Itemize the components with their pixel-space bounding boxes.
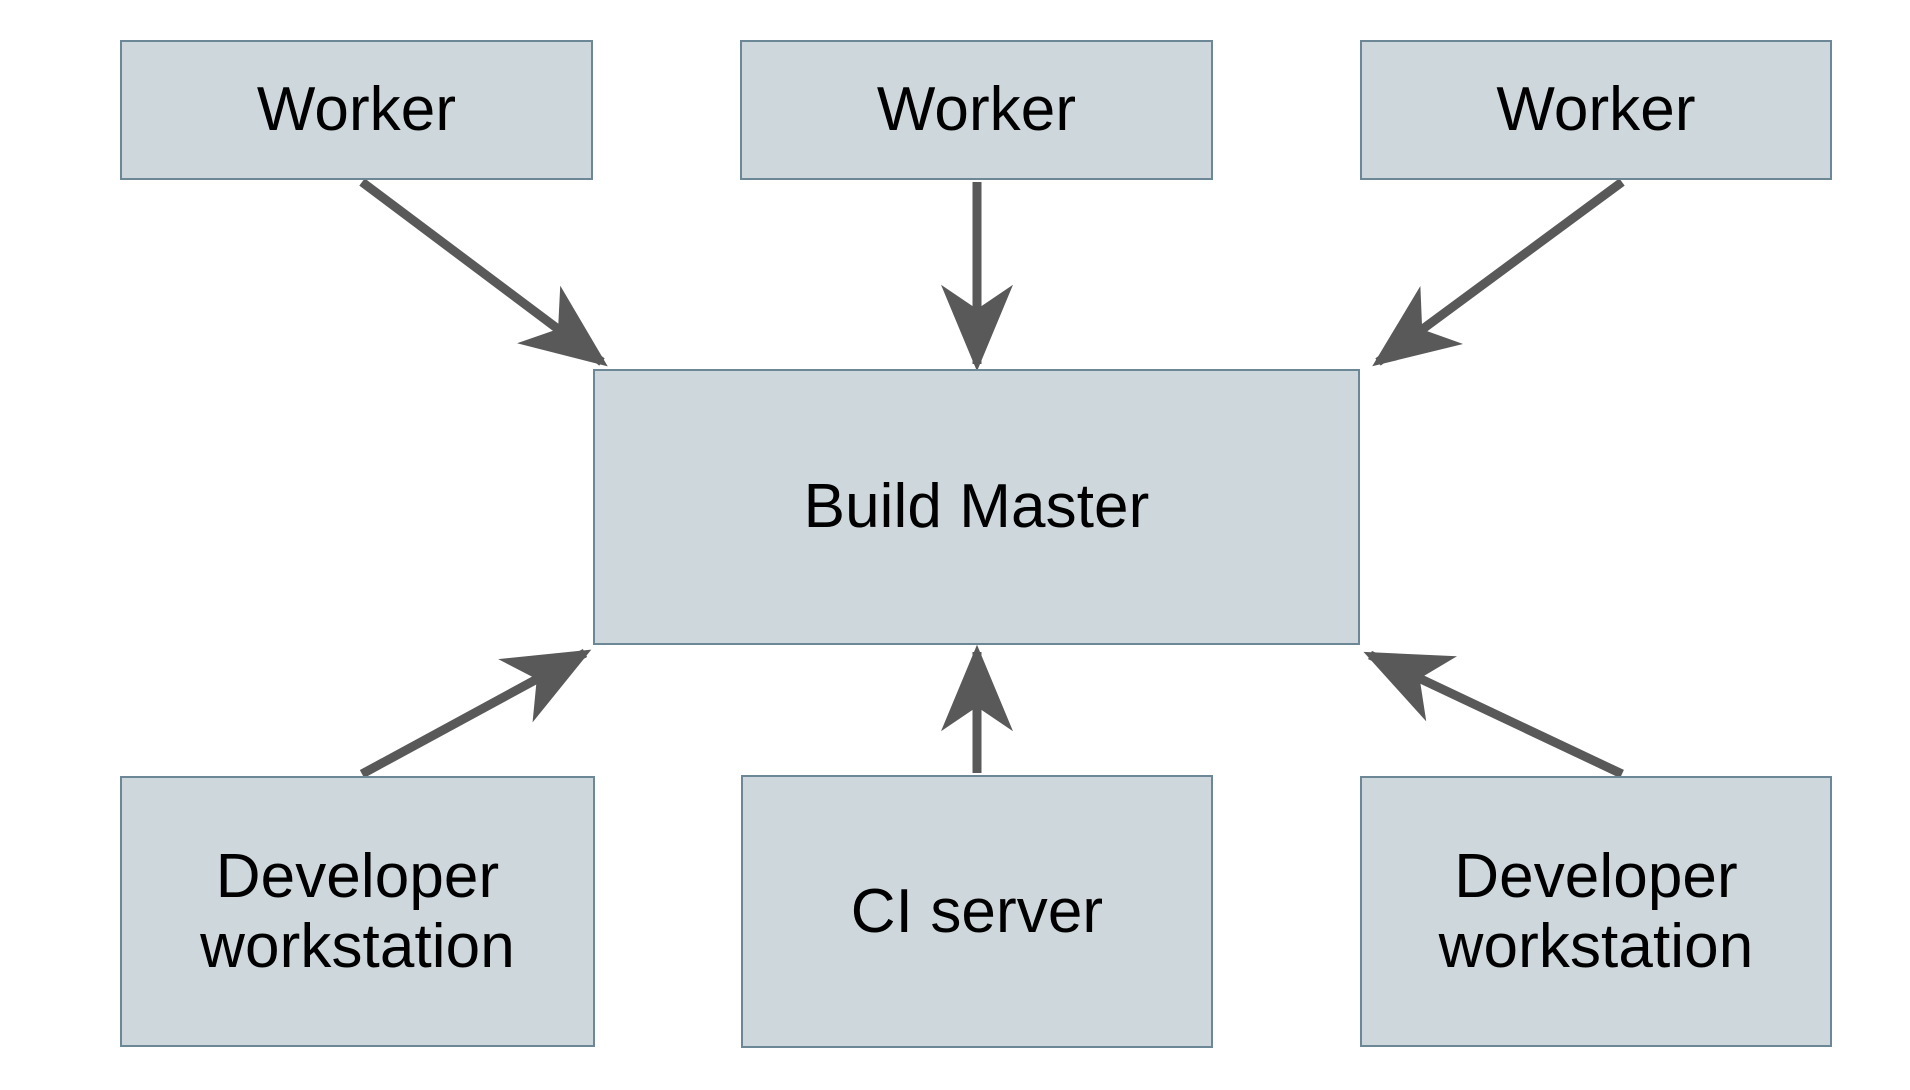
edge-dev-ws-right-to-build-master: [1363, 650, 1624, 779]
node-ci-server-label: CI server: [850, 876, 1104, 946]
node-worker-2[interactable]: Worker: [740, 40, 1213, 180]
node-developer-workstation-right[interactable]: Developer workstation: [1360, 776, 1832, 1047]
node-worker-3[interactable]: Worker: [1360, 40, 1832, 180]
node-worker-1[interactable]: Worker: [120, 40, 593, 180]
node-worker-2-label: Worker: [876, 75, 1077, 145]
edge-worker-1-to-build-master: [359, 178, 608, 367]
node-build-master[interactable]: Build Master: [593, 369, 1360, 645]
edge-dev-ws-left-to-build-master: [359, 649, 592, 778]
node-developer-workstation-right-label: Developer workstation: [1438, 842, 1754, 981]
node-worker-3-label: Worker: [1496, 75, 1696, 145]
node-worker-1-label: Worker: [256, 75, 457, 145]
node-ci-server[interactable]: CI server: [741, 775, 1213, 1048]
node-developer-workstation-left-label: Developer workstation: [200, 842, 515, 981]
edge-worker-3-to-build-master: [1372, 178, 1625, 367]
node-build-master-label: Build Master: [803, 472, 1150, 542]
node-developer-workstation-left[interactable]: Developer workstation: [120, 776, 595, 1047]
